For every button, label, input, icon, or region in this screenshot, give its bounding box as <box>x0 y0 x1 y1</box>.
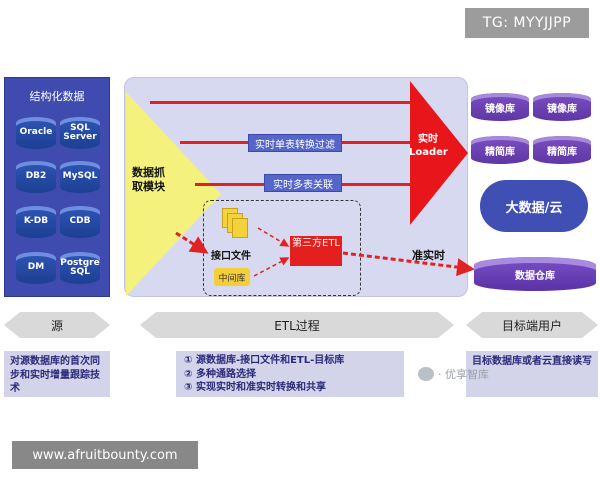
db-sqlserver: SQL Server <box>60 117 100 149</box>
wechat-icon <box>418 367 434 381</box>
target-slim-1: 精简库 <box>471 136 529 164</box>
label-multi-join: 实时多表关联 <box>264 174 342 192</box>
label-single-filter: 实时单表转换过滤 <box>248 134 342 152</box>
etl-arrow: ETL过程 <box>140 312 454 338</box>
etl-note-1: ① 源数据库-接口文件和ETL-目标库 <box>184 355 345 366</box>
bigdata-cloud: 大数据/云 <box>480 180 588 232</box>
db-oracle: Oracle <box>16 117 56 149</box>
capture-module-label: 数据抓取模块 <box>132 166 165 194</box>
source-note: 对源数据库的首次同步和实时增量跟踪技术 <box>4 351 110 397</box>
tg-tag: TG: MYYJJPP <box>465 8 589 38</box>
quasi-realtime-label: 准实时 <box>412 249 445 262</box>
target-mirror-1: 镜像库 <box>471 93 529 121</box>
etl-notes: ① 源数据库-接口文件和ETL-目标库 ② 多种通路选择 ③ 实现实时和准实时转… <box>176 351 404 397</box>
etl-note-3: ③ 实现实时和准实时转换和共享 <box>184 382 326 393</box>
db-cdb: CDB <box>60 206 100 238</box>
data-warehouse: 数据仓库 <box>474 257 596 291</box>
realtime-loader <box>410 81 468 225</box>
footer-url: www.afruitbounty.com <box>12 441 198 469</box>
db-kdb: K-DB <box>16 206 56 238</box>
arrow-direct <box>150 101 412 104</box>
loader-label: 实时Loader <box>409 134 448 158</box>
target-slim-2: 精简库 <box>533 136 591 164</box>
target-arrow: 目标端用户 <box>466 312 598 338</box>
third-party-etl: 第三方ETL <box>290 236 342 266</box>
source-arrow: 源 <box>4 312 110 338</box>
capture-triangle <box>126 92 221 296</box>
watermark-text: · 优享智库 <box>438 368 489 381</box>
etl-note-2: ② 多种通路选择 <box>184 368 256 380</box>
doc-icon <box>232 218 248 238</box>
watermark: · 优享智库 <box>418 366 489 382</box>
middle-db: 中间库 <box>214 268 250 286</box>
db-mysql: MySQL <box>60 161 100 193</box>
target-note: 目标数据库或者云直接读写 <box>466 351 598 397</box>
db-dm: DM <box>16 252 56 284</box>
db-postgresql: Postgre SQL <box>60 252 100 284</box>
file-interface-label: 接口文件 <box>211 251 251 262</box>
db-db2: DB2 <box>16 161 56 193</box>
source-title: 结构化数据 <box>29 90 85 103</box>
target-mirror-2: 镜像库 <box>533 93 591 121</box>
